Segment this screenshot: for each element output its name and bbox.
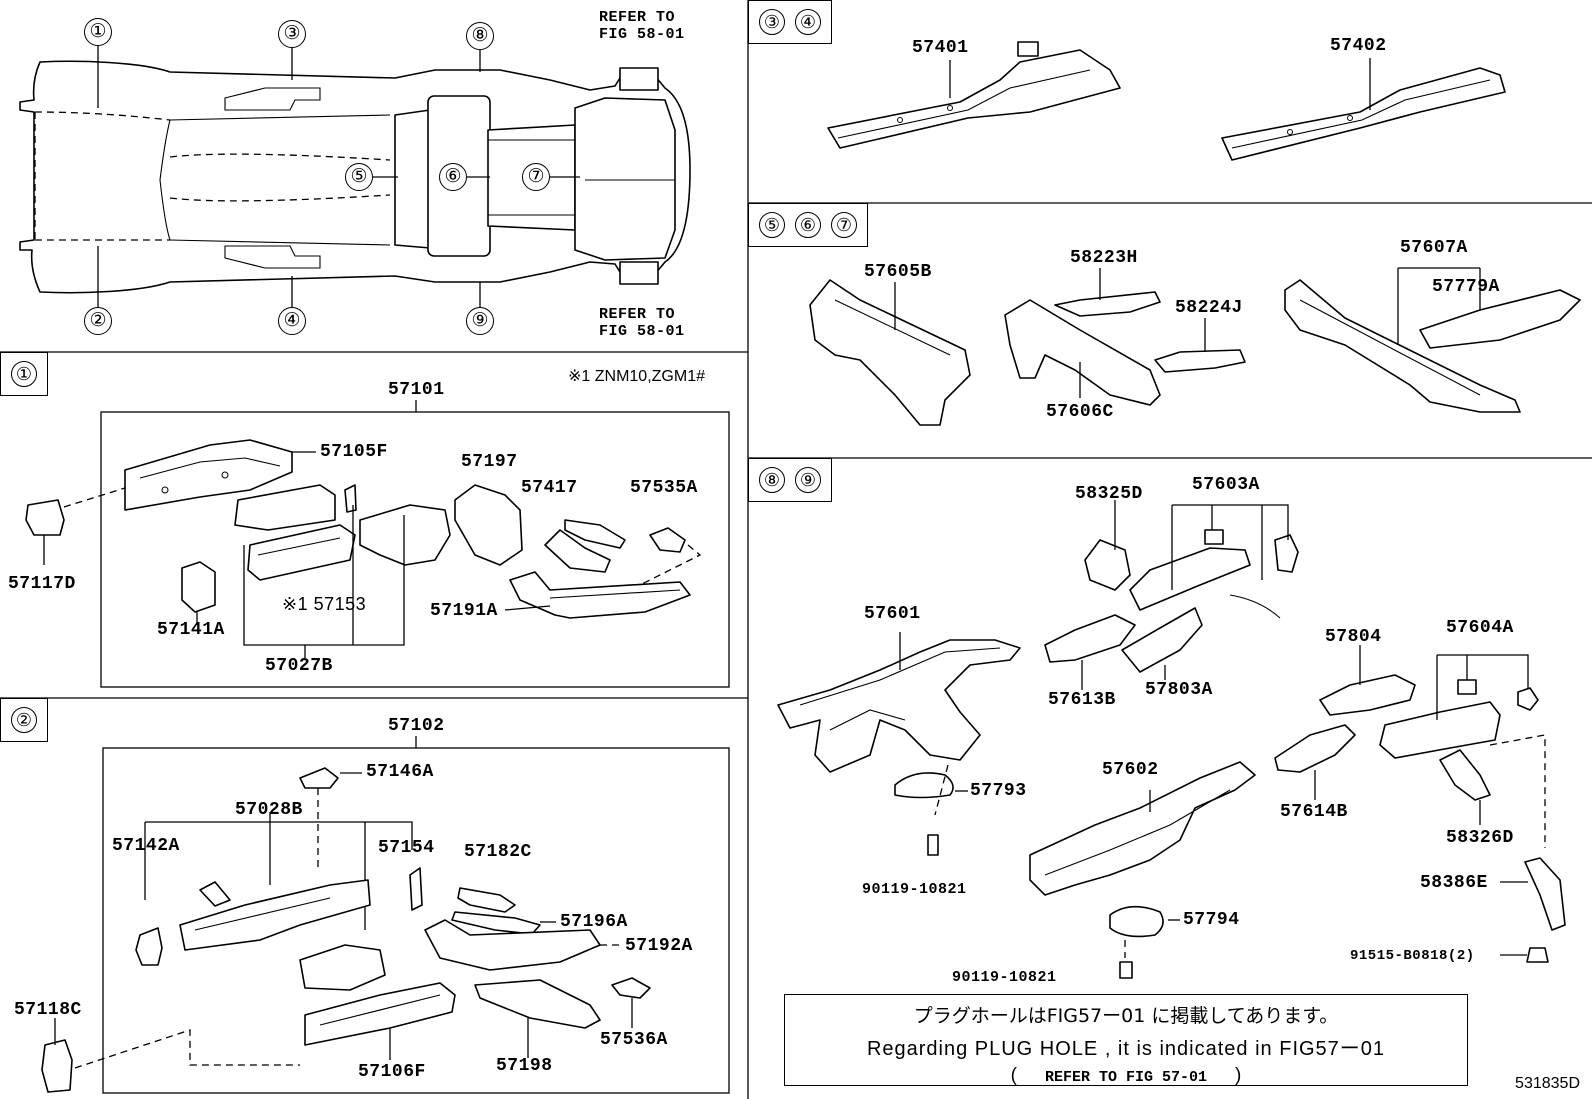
part-57417[interactable]: 57417 [521, 478, 578, 498]
part-57117D[interactable]: 57117D [8, 574, 76, 594]
part-57607A[interactable]: 57607A [1400, 238, 1468, 258]
part-57118C[interactable]: 57118C [14, 1000, 82, 1020]
plug-hole-notice: プラグホールはFIG57ー01 に掲載してあります。 Regarding PLU… [784, 994, 1468, 1086]
paren-open: ( [1010, 1065, 1017, 1086]
notice-refer-link[interactable]: REFER TO FIG 57-01 [1044, 1069, 1208, 1086]
tag-circle: ① [11, 361, 37, 387]
part-57804[interactable]: 57804 [1325, 627, 1382, 647]
section34-parts [827, 41, 1506, 161]
part-90119-10821-a[interactable]: 90119-10821 [862, 881, 967, 898]
part-57779A[interactable]: 57779A [1432, 277, 1500, 297]
overview-callout-8: ⑧ [466, 22, 494, 50]
part-57613B[interactable]: 57613B [1048, 690, 1116, 710]
overview-callout-9: ⑨ [466, 307, 494, 335]
part-57101[interactable]: 57101 [388, 380, 445, 400]
tag-circle: ④ [795, 9, 821, 35]
section89-parts [777, 500, 1566, 979]
part-58325D[interactable]: 58325D [1075, 484, 1143, 504]
notice-english: Regarding PLUG HOLE , it is indicated in… [866, 1038, 1386, 1060]
section-tag-5-6-7: ⑤ ⑥ ⑦ [748, 203, 868, 247]
section-tag-1: ① [0, 352, 48, 396]
refer-top-line1: REFER TO [599, 9, 676, 26]
part-57614B[interactable]: 57614B [1280, 802, 1348, 822]
part-57191A[interactable]: 57191A [430, 601, 498, 621]
notice-reference: ( REFER TO FIG 57-01) [785, 1065, 1467, 1087]
section567-parts [809, 267, 1581, 426]
part-57198[interactable]: 57198 [496, 1056, 553, 1076]
section2-parts [41, 736, 651, 1093]
refer-top-line2: FIG 58-01 [599, 26, 685, 43]
figure-number: 531835D [1515, 1075, 1580, 1092]
overview-callout-3: ③ [278, 20, 306, 48]
tag-circle: ⑨ [795, 467, 821, 493]
paren-close: ) [1235, 1065, 1242, 1086]
part-57142A[interactable]: 57142A [112, 836, 180, 856]
part-57141A[interactable]: 57141A [157, 620, 225, 640]
part-57105F[interactable]: 57105F [320, 442, 388, 462]
refer-bottom-line2: FIG 58-01 [599, 323, 685, 340]
part-57536A[interactable]: 57536A [600, 1030, 668, 1050]
part-57192A[interactable]: 57192A [625, 936, 693, 956]
part-57793[interactable]: 57793 [970, 781, 1027, 801]
part-91515-B0818[interactable]: 91515-B0818(2) [1350, 948, 1475, 964]
part-57603A[interactable]: 57603A [1192, 475, 1260, 495]
part-58326D[interactable]: 58326D [1446, 828, 1514, 848]
part-57028B[interactable]: 57028B [235, 800, 303, 820]
section-tag-2: ② [0, 698, 48, 742]
part-57153[interactable]: ※1 57153 [282, 594, 367, 614]
part-57146A[interactable]: 57146A [366, 762, 434, 782]
overview-callout-5: ⑤ [345, 163, 373, 191]
section1-parts [25, 400, 702, 658]
part-57604A[interactable]: 57604A [1446, 618, 1514, 638]
tag-circle: ③ [759, 9, 785, 35]
part-57154[interactable]: 57154 [378, 838, 435, 858]
part-57402[interactable]: 57402 [1330, 36, 1387, 56]
tag-circle: ② [11, 707, 37, 733]
part-57535A[interactable]: 57535A [630, 478, 698, 498]
overview-callout-6: ⑥ [439, 163, 467, 191]
notice-japanese: プラグホールはFIG57ー01 に掲載してあります。 [913, 1005, 1339, 1027]
section-tag-3-4: ③ ④ [748, 0, 832, 44]
part-57197[interactable]: 57197 [461, 452, 518, 472]
refer-bottom-line1: REFER TO [599, 306, 676, 323]
tag-circle: ⑦ [831, 212, 857, 238]
part-58386E[interactable]: 58386E [1420, 873, 1488, 893]
part-57401[interactable]: 57401 [912, 38, 969, 58]
part-57803A[interactable]: 57803A [1145, 680, 1213, 700]
tag-circle: ⑧ [759, 467, 785, 493]
part-57794[interactable]: 57794 [1183, 910, 1240, 930]
part-90119-10821-b[interactable]: 90119-10821 [952, 969, 1057, 986]
part-57602[interactable]: 57602 [1102, 760, 1159, 780]
overview-callout-1: ① [84, 18, 112, 46]
overview-callout-2: ② [84, 307, 112, 335]
part-57605B[interactable]: 57605B [864, 262, 932, 282]
part-57182C[interactable]: 57182C [464, 842, 532, 862]
part-57102[interactable]: 57102 [388, 716, 445, 736]
overview-callout-4: ④ [278, 307, 306, 335]
part-58224J[interactable]: 58224J [1175, 298, 1243, 318]
part-57606C[interactable]: 57606C [1046, 402, 1114, 422]
part-58223H[interactable]: 58223H [1070, 248, 1138, 268]
tag-circle: ⑤ [759, 212, 785, 238]
tag-circle: ⑥ [795, 212, 821, 238]
overview-callout-7: ⑦ [522, 163, 550, 191]
section-tag-8-9: ⑧ ⑨ [748, 458, 832, 502]
part-57601[interactable]: 57601 [864, 604, 921, 624]
part-57027B[interactable]: 57027B [265, 656, 333, 676]
part-57196A[interactable]: 57196A [560, 912, 628, 932]
model-note: ※1 ZNM10,ZGM1# [568, 368, 705, 385]
part-57106F[interactable]: 57106F [358, 1062, 426, 1082]
